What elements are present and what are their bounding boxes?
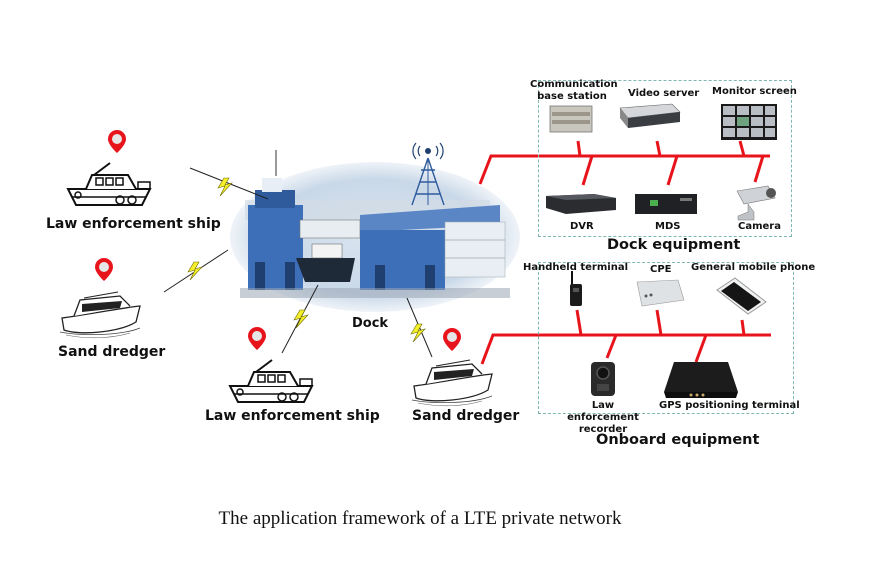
monitor-wall-icon [721,104,777,140]
radio-tower-icon [411,142,445,206]
vessel-label-law-enforcement-ship-2: Law enforcement ship [205,408,380,424]
equipment-label-mobile-phone: General mobile phone [691,262,816,273]
dvr-icon [546,194,616,214]
walkie-talkie-icon [570,271,582,306]
wireless-link-1 [189,167,269,200]
location-pin-icon [443,328,461,351]
wireless-link-4 [406,297,433,358]
vessel-label-sand-dredger-2: Sand dredger [412,408,520,424]
dock-photo [230,150,520,312]
patrol-boat-icon [229,359,313,403]
dock-label: Dock [352,316,389,331]
dock-equipment-box [538,80,792,237]
equipment-label-video-server: Video server [628,88,700,99]
cpe-icon [636,279,685,307]
onboard-equipment-bus [480,309,771,365]
equipment-label-gps-terminal: GPS positioning terminal [659,400,800,411]
location-pin-icon [95,258,113,281]
vessel-label-law-enforcement-ship-1: Law enforcement ship [46,216,221,232]
equipment-label-mds: MDS [655,221,681,232]
wireless-link-3 [281,284,319,354]
onboard-equipment-box [538,262,794,414]
location-pin-icon [248,327,266,350]
equipment-label-camera: Camera [738,221,781,232]
wireless-link-2 [163,249,229,293]
server-icon [619,103,681,128]
dock-equipment-title: Dock equipment [607,237,741,253]
equipment-label-law-enforcement-recorder: Law enforcement recorder [567,400,639,435]
equipment-label-dvr: DVR [570,221,594,232]
base-station-icon [549,105,593,133]
equipment-label-monitor-screen: Monitor screen [712,86,797,97]
onboard-equipment-title: Onboard equipment [596,432,760,448]
mds-icon [635,194,697,214]
yacht-icon [59,291,141,339]
dock-equipment-bus [478,140,770,186]
figure-caption: The application framework of a LTE priva… [218,508,622,529]
gps-terminal-icon [664,362,738,398]
equipment-label-cpe: CPE [650,264,672,275]
equipment-label-handheld-terminal: Handheld terminal [523,262,628,273]
location-pin-icon [108,130,126,153]
equipment-label-base-station: Communication base station [530,79,618,102]
cctv-camera-icon [736,185,776,221]
vessel-label-sand-dredger-1: Sand dredger [58,344,166,360]
yacht-icon [411,359,493,407]
smartphone-icon [716,277,767,315]
patrol-boat-icon [67,162,151,206]
body-camera-icon [591,362,615,396]
